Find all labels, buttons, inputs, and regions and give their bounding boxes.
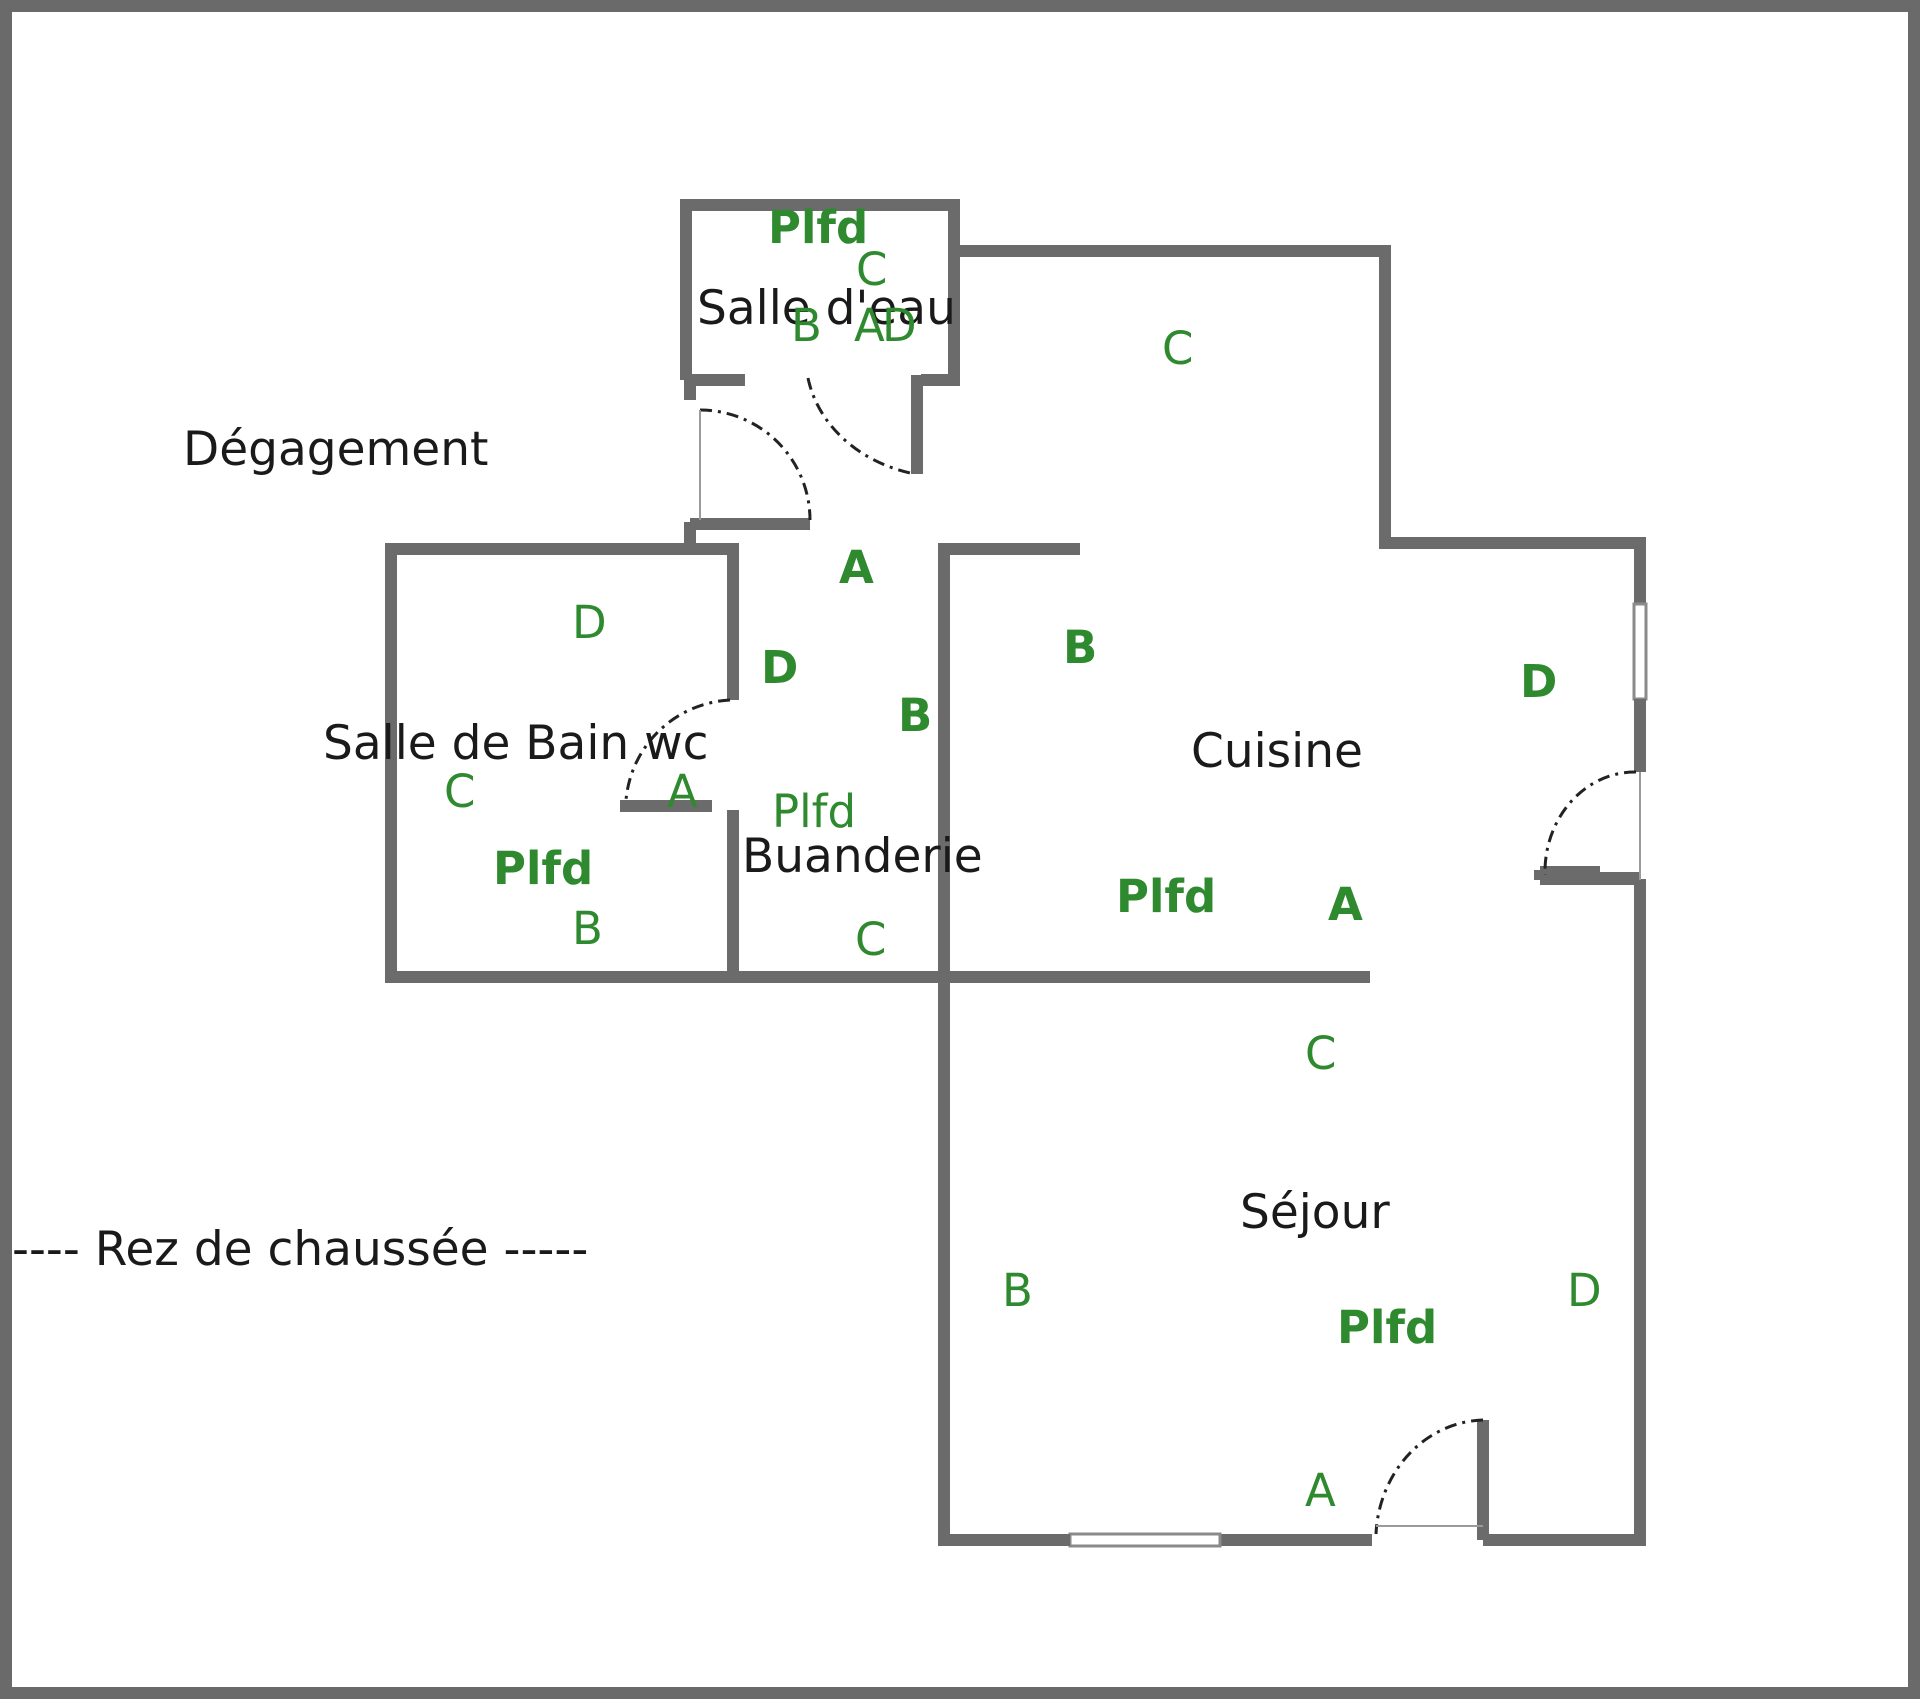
mark-cuisine-c: C <box>1162 322 1193 375</box>
mark-degagement-d: D <box>761 641 798 694</box>
mark-cuisine-plfd: Plfd <box>1116 870 1216 923</box>
door-swing-sejour <box>1374 1418 1484 1535</box>
mark-salle-bain-plfd: Plfd <box>493 842 593 895</box>
room-label-degagement: Dégagement <box>183 422 488 477</box>
mark-degagement-a: A <box>839 541 874 594</box>
doors <box>624 377 1641 1535</box>
mark-cuisine-b: B <box>1063 621 1097 674</box>
room-label-cuisine: Cuisine <box>1191 724 1363 779</box>
room-label-salle-bain: Salle de Bain wc <box>323 716 708 771</box>
mark-sejour-a: A <box>1305 1464 1336 1517</box>
door-swing-degagement <box>699 408 812 521</box>
mark-cuisine-a: A <box>1328 878 1363 931</box>
mark-salle-bain-c: C <box>444 765 475 818</box>
mark-degagement-b: B <box>898 689 932 742</box>
mark-salle-eau-b: B <box>791 299 822 352</box>
mark-cuisine-d: D <box>1520 655 1557 708</box>
mark-salle-bain-b: B <box>572 902 603 955</box>
window-cuisine <box>1632 602 1648 701</box>
mark-sejour-d: D <box>1567 1264 1602 1317</box>
mark-sejour-plfd: Plfd <box>1337 1301 1437 1354</box>
mark-buanderie-c: C <box>855 913 886 966</box>
room-label-buanderie: Buanderie <box>742 829 983 884</box>
mark-degagement-plfd: Plfd <box>772 785 856 838</box>
walls <box>385 199 1648 1548</box>
mark-salle-eau-a: A <box>854 299 885 352</box>
mark-salle-eau-d: D <box>882 299 917 352</box>
mark-salle-eau-plfd: Plfd <box>768 201 868 254</box>
door-swing-salle-bain <box>624 698 731 801</box>
room-label-salle-eau: Salle d'eau <box>697 281 956 336</box>
mark-sejour-b: B <box>1002 1264 1033 1317</box>
mark-sejour-c: C <box>1305 1027 1336 1080</box>
mark-salle-bain-d: D <box>572 596 607 649</box>
door-swing-cuisine <box>1543 770 1637 876</box>
door-swing-salle-eau <box>806 377 916 476</box>
window-sejour <box>1068 1532 1222 1548</box>
room-label-sejour: Séjour <box>1240 1185 1390 1240</box>
mark-salle-eau-c: C <box>856 243 887 296</box>
mark-salle-bain-a: A <box>667 765 698 818</box>
level-label: ---- Rez de chaussée ----- <box>12 1222 588 1277</box>
